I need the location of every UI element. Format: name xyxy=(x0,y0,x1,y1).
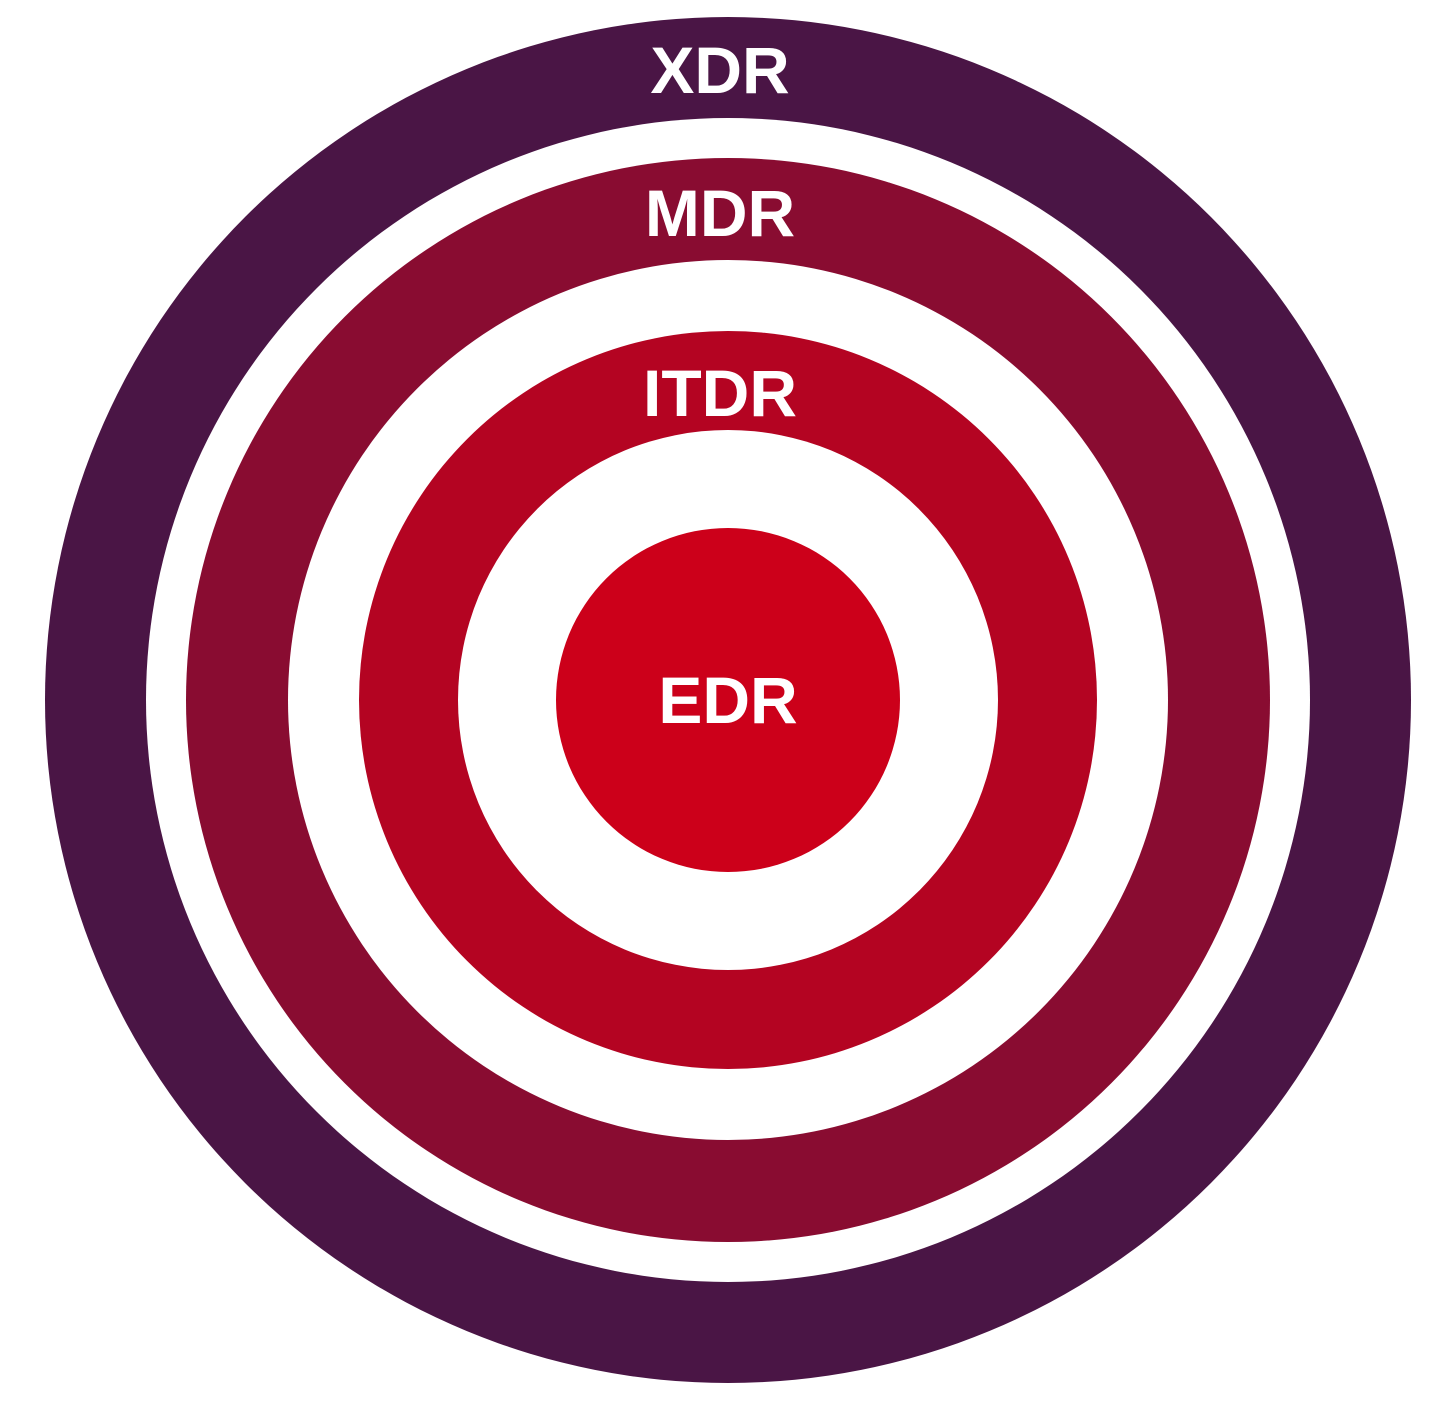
edr-label: EDR xyxy=(658,663,797,737)
edr-core xyxy=(556,528,900,872)
mdr-label: MDR xyxy=(645,176,795,250)
xdr-label: XDR xyxy=(650,33,789,107)
itdr-label: ITDR xyxy=(643,356,797,430)
